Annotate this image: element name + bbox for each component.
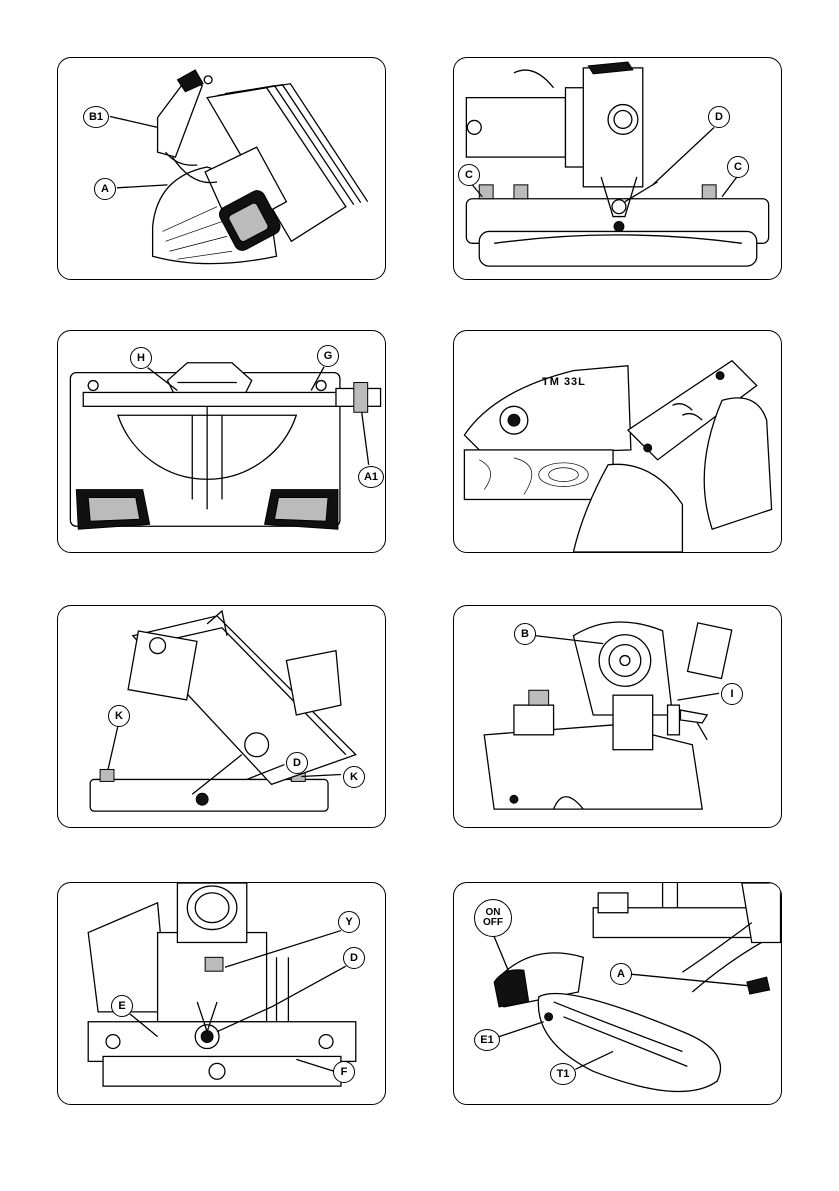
callout-b: B xyxy=(514,623,536,645)
callout-d: D xyxy=(708,106,730,128)
callout-d: D xyxy=(343,947,365,969)
callout-k-right: K xyxy=(343,766,365,788)
callout-b1: B1 xyxy=(83,106,109,128)
figure-panel-1: B1 A xyxy=(57,57,386,280)
callout-e1: E1 xyxy=(474,1029,500,1051)
callout-k-left: K xyxy=(108,705,130,727)
callout-a: A xyxy=(94,178,116,200)
machine-model-label: TM 33L xyxy=(542,376,586,388)
on-off-badge: ON OFF xyxy=(474,899,512,937)
callout-d: D xyxy=(286,752,308,774)
figure-panel-7: Y D E F xyxy=(57,882,386,1105)
figure-panel-5: K D K xyxy=(57,605,386,828)
callout-a: A xyxy=(610,963,632,985)
callout-t1: T1 xyxy=(550,1063,576,1085)
callout-y: Y xyxy=(338,911,360,933)
figure-panel-2: D C C xyxy=(453,57,782,280)
off-label: OFF xyxy=(483,918,503,929)
callout-g: G xyxy=(317,345,339,367)
saw-top-view-illustration xyxy=(58,331,385,552)
callout-a1: A1 xyxy=(358,466,384,488)
figure-panel-3: H G A1 xyxy=(57,330,386,553)
callout-c-right: C xyxy=(727,156,749,178)
figure-panel-6: B I xyxy=(453,605,782,828)
figure-panel-4: TM 33L xyxy=(453,330,782,553)
callout-c-left: C xyxy=(458,164,480,186)
handle-operation-illustration xyxy=(454,331,781,552)
callout-e: E xyxy=(111,995,133,1017)
saw-rear-view-illustration xyxy=(454,606,781,827)
callout-f: F xyxy=(333,1061,355,1083)
figure-panel-8: ON OFF A E1 T1 xyxy=(453,882,782,1105)
callout-i: I xyxy=(721,683,743,705)
saw-head-side-illustration xyxy=(58,58,385,279)
callout-h: H xyxy=(130,347,152,369)
